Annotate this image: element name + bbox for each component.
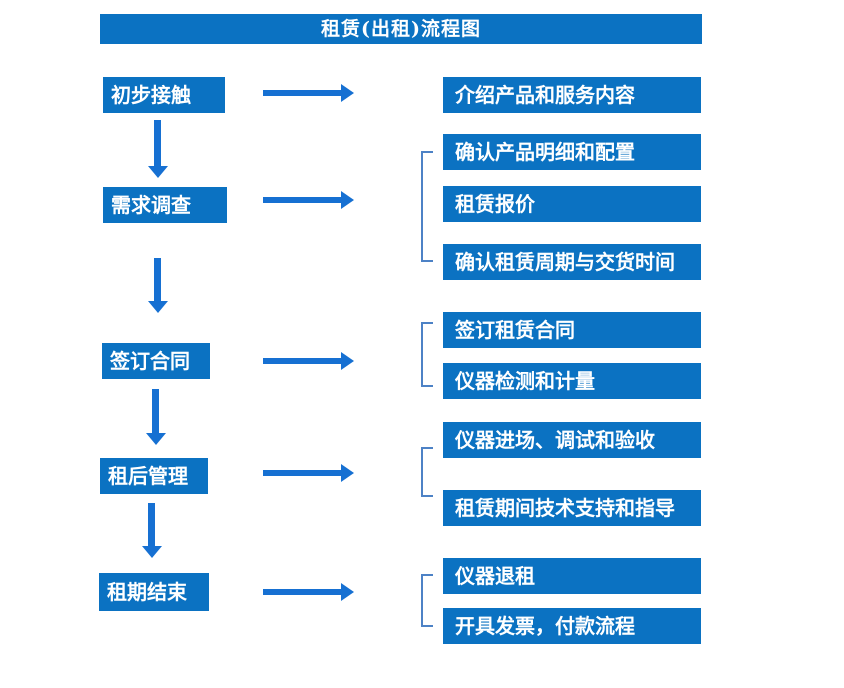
bracket-connector	[421, 574, 433, 627]
output-box: 仪器进场、调试和验收	[443, 422, 701, 458]
diagram-title: 租赁(出租)流程图	[100, 14, 702, 44]
arrow-right-icon	[263, 191, 354, 209]
bracket-connector	[421, 151, 433, 262]
output-box: 开具发票，付款流程	[443, 608, 701, 644]
output-box: 租赁期间技术支持和指导	[443, 490, 701, 526]
arrow-down-icon	[148, 258, 168, 313]
arrow-right-icon	[263, 84, 354, 102]
step-box-rental-end: 租期结束	[99, 573, 209, 611]
output-box: 租赁报价	[443, 186, 701, 222]
step-box-initial-contact: 初步接触	[103, 77, 225, 113]
output-box: 仪器退租	[443, 558, 701, 594]
arrow-down-icon	[146, 389, 166, 445]
bracket-connector	[421, 447, 433, 497]
step-box-sign-contract: 签订合同	[102, 343, 210, 379]
output-box: 确认租赁周期与交货时间	[443, 244, 701, 280]
output-box: 确认产品明细和配置	[443, 134, 701, 170]
arrow-down-icon	[148, 120, 168, 178]
output-box: 介绍产品和服务内容	[443, 77, 701, 113]
bracket-connector	[421, 322, 433, 387]
output-box: 仪器检测和计量	[443, 363, 701, 399]
step-box-post-rental-management: 租后管理	[100, 458, 208, 494]
arrow-right-icon	[263, 352, 354, 370]
arrow-right-icon	[263, 583, 354, 601]
arrow-right-icon	[263, 464, 354, 482]
output-box: 签订租赁合同	[443, 312, 701, 348]
step-box-demand-survey: 需求调查	[103, 187, 227, 223]
arrow-down-icon	[142, 503, 162, 558]
